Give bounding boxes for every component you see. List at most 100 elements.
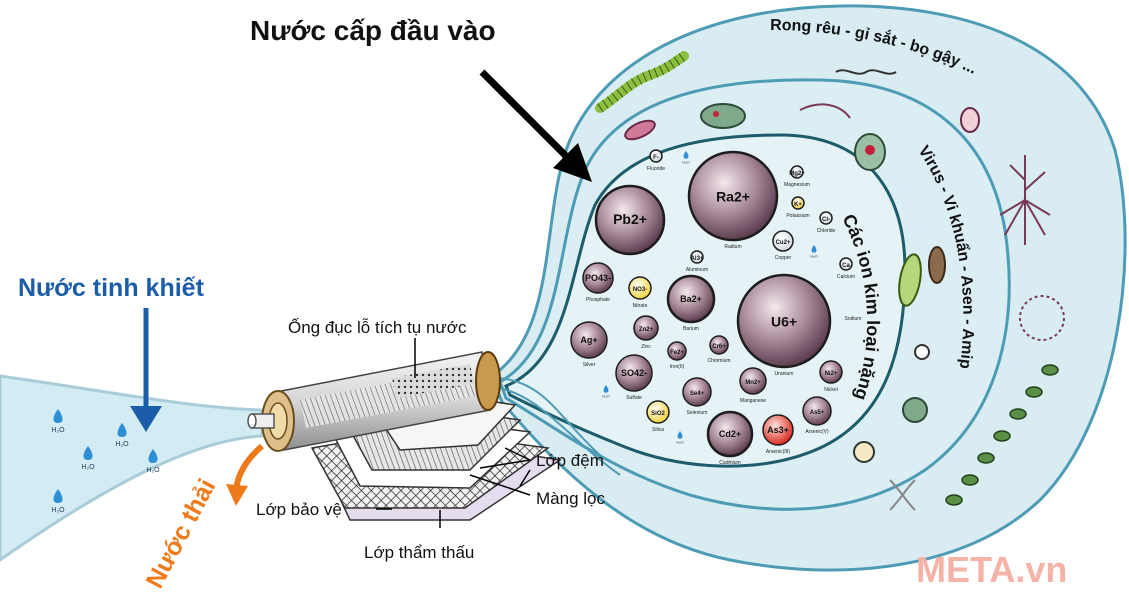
- feed-arrow-shaft: [479, 69, 573, 163]
- droplet-shape: [603, 385, 609, 393]
- amoeba-icon: [902, 397, 928, 423]
- ion-symbol: As5+: [810, 410, 825, 416]
- ion-copper: Cu2+Copper: [772, 230, 794, 261]
- dna-icon: [889, 479, 916, 511]
- ion-symbol: Ra2+: [716, 188, 750, 204]
- ion-circle: [706, 410, 754, 458]
- algae-tree-icon: [1004, 199, 1046, 245]
- droplet-shape: [683, 151, 689, 159]
- ion-iron-ii-: Fe2+Iron(II): [667, 341, 687, 370]
- ion-manganese: Mn2+Manganese: [739, 367, 767, 404]
- ion-symbol: Al3+: [691, 256, 704, 262]
- spirillum-icon: [835, 69, 897, 75]
- virus-icon: [853, 441, 875, 463]
- ion-symbol: U6+: [771, 314, 797, 330]
- ion-name: Fluoride: [647, 166, 665, 172]
- ion-symbol: Cl-: [822, 217, 830, 223]
- ions-layer: Pb2+ Ra2+RadiumMg2+MagnesiumK+PotassiumCl…: [570, 149, 861, 466]
- ion-magnesium: Mg2+Magnesium: [784, 165, 810, 188]
- ion-radium: Ra2+Radium: [687, 150, 779, 250]
- ion-cadmium: Cd2+Cadmium: [706, 410, 754, 466]
- ion-circle: [762, 414, 794, 446]
- water-molecule-label: H₂O: [676, 441, 683, 445]
- ion-arsenic-iii-: As3+Arsenic(III): [762, 414, 794, 455]
- title: Nước cấp đầu vào: [250, 15, 496, 46]
- ion-circle: [570, 321, 608, 359]
- ion-circle: [772, 230, 794, 252]
- spacer-layer-label: Lớp đệm: [536, 451, 604, 470]
- waste-water-arrow-head: [226, 484, 248, 506]
- membrane-label: Màng lọc: [536, 489, 605, 508]
- ion-aluminum: Al3+ Aluminum: [686, 250, 708, 273]
- ion-chromium: Cr6+Chromium: [707, 335, 731, 364]
- membrane-cylinder: [247, 351, 501, 452]
- flow-line: [495, 377, 601, 456]
- ion-symbol: NO3-: [633, 287, 647, 293]
- water-droplet-icon: H₂O: [602, 385, 610, 399]
- ion-circle: [839, 257, 853, 271]
- water-molecule-label: H₂O: [81, 464, 95, 471]
- feed-arrow-head: [553, 143, 592, 182]
- ion-zone-droplets: H₂O H₂O H₂O H₂O: [602, 151, 818, 445]
- ion-name: Chromium: [707, 358, 730, 364]
- ion-symbol: Ag+: [580, 335, 597, 345]
- ion-silver: Ag+Silver: [570, 321, 608, 368]
- droplet-shape: [677, 431, 683, 439]
- ion-symbol: Pb2+: [613, 211, 647, 227]
- ion-circle: [633, 315, 659, 341]
- ion-circle: [582, 262, 614, 294]
- permeate-layer-label: Lớp thẩm thấu: [364, 543, 474, 562]
- droplet-shape: [53, 409, 63, 423]
- virus-spiked-icon: [914, 344, 930, 360]
- droplet-shape: [83, 446, 93, 460]
- ion-name: Nickel: [824, 387, 838, 393]
- algae-chain-icon: [945, 364, 1059, 506]
- water-droplet-icon: H₂O: [676, 431, 684, 445]
- ion-symbol: SO42-: [621, 368, 647, 378]
- ion-fluoride: F- Fluoride: [647, 149, 665, 172]
- bacteria-icon: [700, 103, 746, 129]
- bacillus-icon: [624, 119, 656, 141]
- ion-circle: [791, 196, 805, 210]
- ion-name: Magnesium: [784, 182, 810, 188]
- ion-name: Nitrate: [633, 303, 648, 309]
- ion-symbol: SiO2: [651, 411, 665, 417]
- ion-symbol: PO43-: [585, 273, 611, 283]
- ion-name: Cadmium: [719, 460, 740, 466]
- ion-circle: [649, 149, 663, 163]
- ion-symbol: K+: [794, 202, 802, 208]
- ion-symbol: F-: [653, 155, 659, 161]
- pure-water-arrow-head: [130, 406, 162, 432]
- water-droplet-icon: H₂O: [682, 151, 690, 165]
- ion-circle: [739, 367, 767, 395]
- pure-water-label: Nước tinh khiết: [18, 274, 205, 302]
- ion-circle: [615, 354, 653, 392]
- water-molecule-label: H₂O: [51, 507, 65, 514]
- ion-arsenic-v-: As5+Arsenic(V): [802, 396, 832, 435]
- droplet-shape: [148, 449, 158, 463]
- ion-circle: [736, 273, 832, 369]
- ion-name: Aluminum: [686, 267, 708, 273]
- ion-symbol: As3+: [767, 425, 789, 435]
- ion-sulfate: SO42-Sulfate: [615, 354, 653, 401]
- ion-circle: [709, 335, 729, 355]
- protective-layer-label: Lớp bảo vệ: [256, 500, 342, 519]
- ion-name: Copper: [775, 255, 792, 261]
- ion-barium: Ba2+Barium: [666, 274, 716, 332]
- label-pointers: [376, 338, 531, 528]
- flow-line: [497, 387, 621, 476]
- algae-branch-icon: [999, 155, 1051, 216]
- collection-tube-label: Ống đục lỗ tích tụ nước: [288, 317, 467, 337]
- water-molecule-label: H₂O: [810, 255, 817, 259]
- ion-name: Selenium: [687, 410, 708, 416]
- ion-nitrate: NO3- Nitrate: [628, 276, 652, 309]
- flagellate-icon: [799, 103, 851, 119]
- ion-potassium: K+Potassium: [786, 196, 810, 219]
- membrane-sheets: [310, 397, 563, 521]
- water-droplet-icon: H₂O: [51, 409, 65, 434]
- ion-name: Calcium: [837, 274, 855, 280]
